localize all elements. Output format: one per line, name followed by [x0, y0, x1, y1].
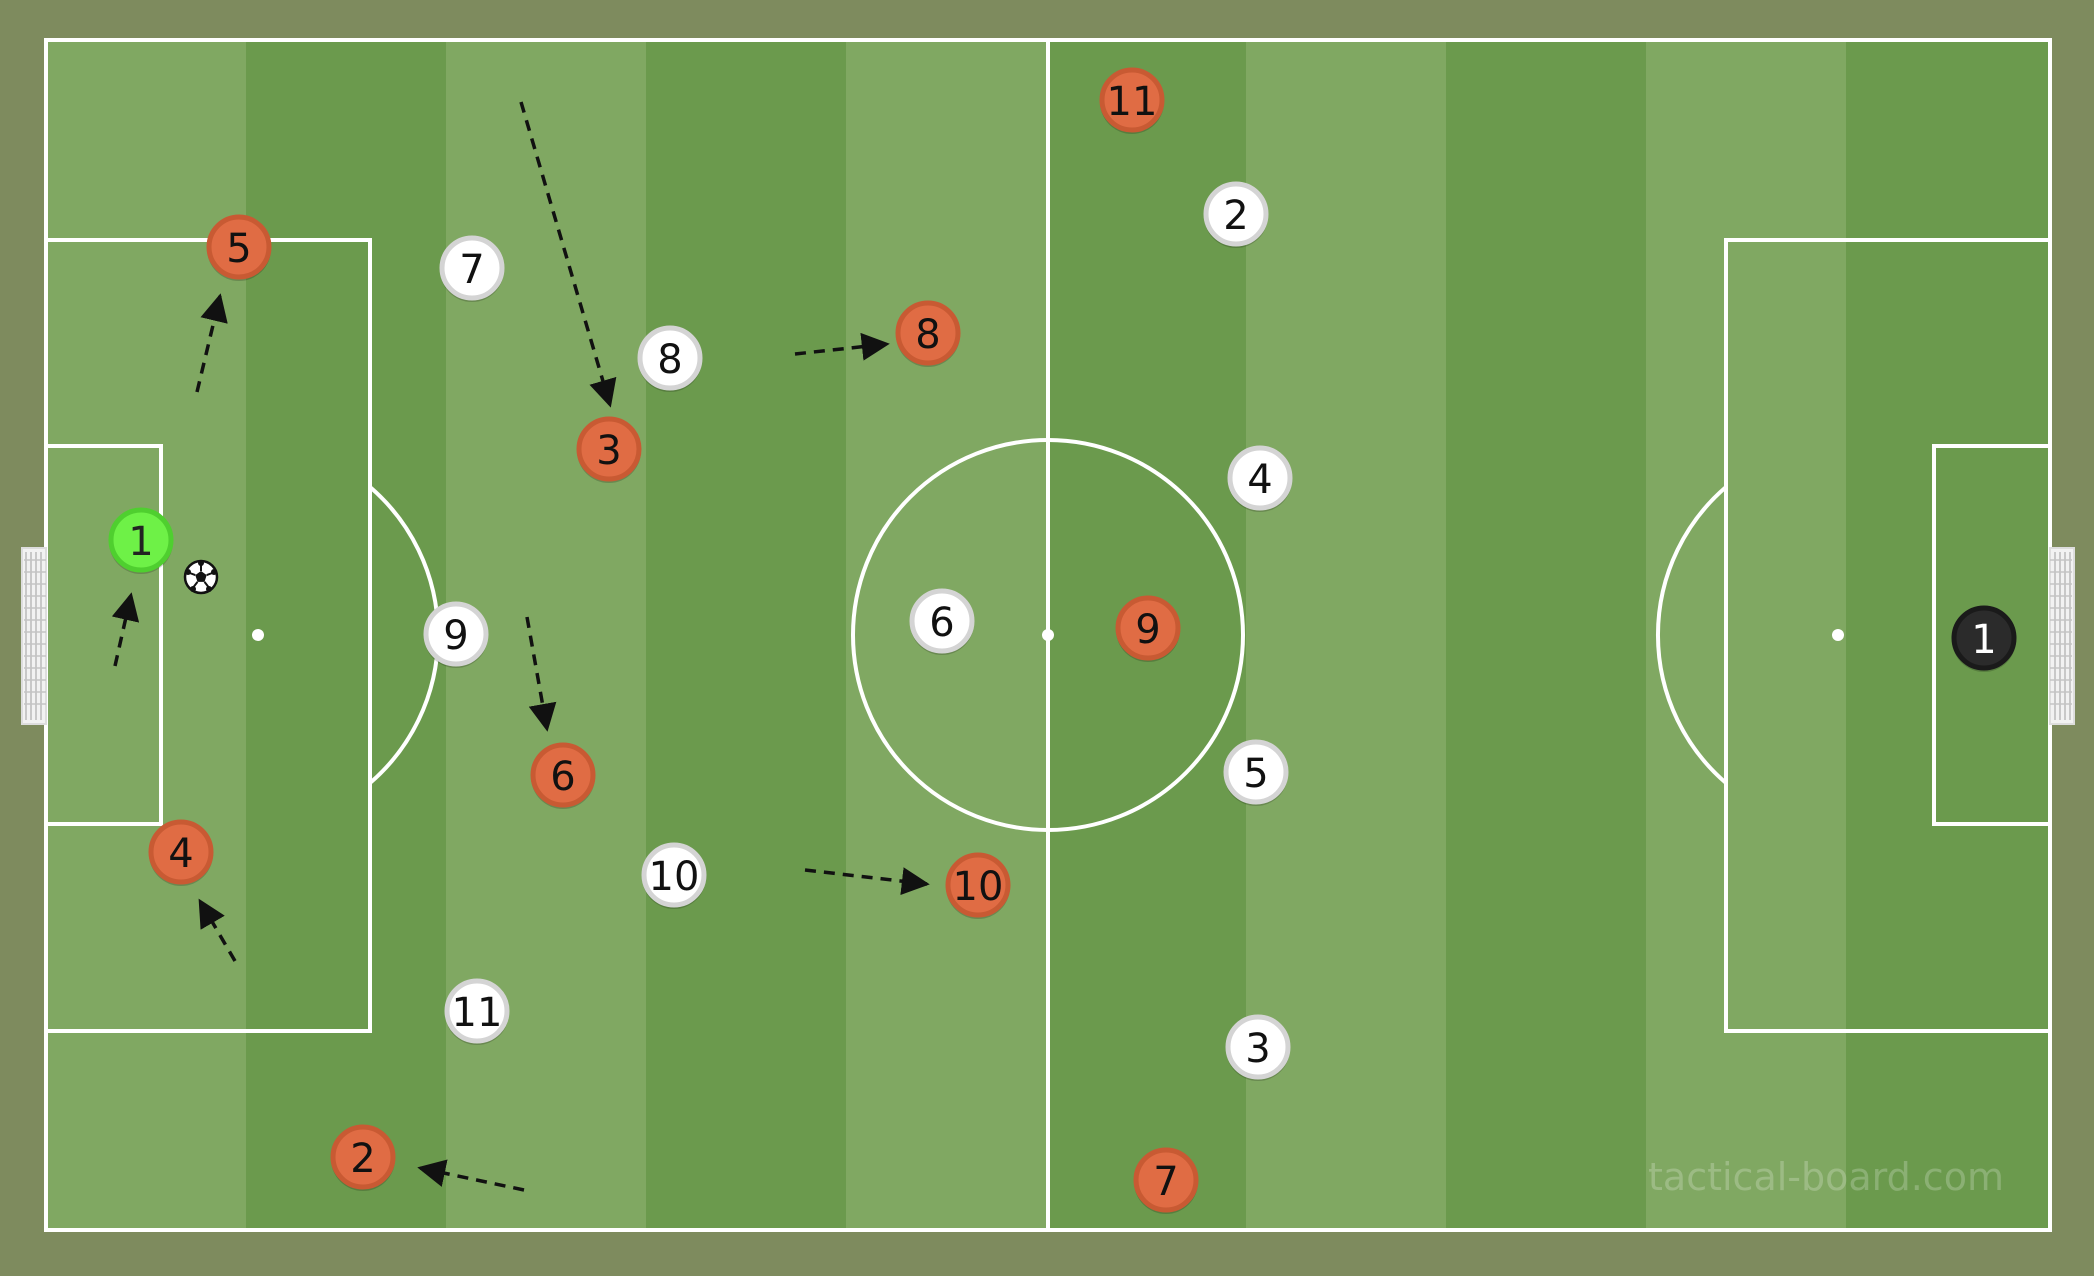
- away-player-9[interactable]: 9: [423, 601, 489, 668]
- away-player-5[interactable]: 5: [1223, 739, 1289, 806]
- home-player-7[interactable]: 7: [1133, 1147, 1199, 1214]
- player-number: 5: [1243, 751, 1268, 797]
- movement-arrow: [804, 867, 930, 896]
- player-token: [148, 819, 214, 885]
- player-token: [895, 300, 961, 366]
- pitch-stripe: [1446, 40, 1646, 1230]
- player-token: [108, 507, 174, 573]
- away-player-10[interactable]: 10: [641, 842, 707, 909]
- movement-arrow: [195, 293, 228, 393]
- player-number: 11: [1107, 79, 1158, 125]
- away-player-11[interactable]: 11: [444, 978, 510, 1045]
- home-player-3[interactable]: 3: [576, 416, 642, 483]
- player-number: 1: [1971, 617, 1996, 663]
- player-number: 6: [550, 754, 575, 800]
- home-player-6[interactable]: 6: [530, 742, 596, 809]
- away-player-2[interactable]: 2: [1203, 181, 1269, 248]
- player-token: [1227, 445, 1293, 511]
- player-number: 8: [657, 337, 682, 383]
- player-token: [423, 601, 489, 667]
- player-token: [1951, 605, 2017, 671]
- player-token: [1133, 1147, 1199, 1213]
- player-token: [1203, 181, 1269, 247]
- away-player-3[interactable]: 3: [1225, 1014, 1291, 1081]
- center-circle: [851, 438, 1245, 832]
- home-player-5[interactable]: 5: [206, 214, 272, 281]
- player-number: 3: [596, 428, 621, 474]
- player-number: 2: [350, 1136, 375, 1182]
- player-number: 9: [1135, 607, 1160, 653]
- player-token: [1099, 67, 1165, 133]
- home-player-4[interactable]: 4: [148, 819, 214, 886]
- player-token: [206, 214, 272, 280]
- movement-arrows: [111, 101, 930, 1192]
- pitch-stripe: [246, 40, 446, 1230]
- watermark: tactical-board.com: [1648, 1155, 2004, 1199]
- player-token: [576, 416, 642, 482]
- player-token: [909, 588, 975, 654]
- player-token: [439, 235, 505, 301]
- away-player-1[interactable]: 1: [1951, 605, 2017, 672]
- right-penalty-arc: [1656, 485, 1728, 785]
- away-player-8[interactable]: 8: [637, 325, 703, 392]
- player-number: 10: [953, 864, 1004, 910]
- right-penalty-spot: [1832, 629, 1844, 641]
- player-number: 8: [915, 312, 940, 358]
- movement-arrow: [519, 101, 617, 408]
- soccer-ball-icon[interactable]: [183, 559, 219, 595]
- player-number: 11: [452, 990, 503, 1036]
- player-token: [641, 842, 707, 908]
- player-number: 10: [649, 854, 700, 900]
- movement-arrow: [198, 898, 237, 962]
- home-player-2[interactable]: 2: [330, 1124, 396, 1191]
- player-token: [330, 1124, 396, 1190]
- player-number: 1: [128, 519, 153, 565]
- player-number: 3: [1245, 1026, 1270, 1072]
- away-player-7[interactable]: 7: [439, 235, 505, 302]
- player-number: 9: [443, 613, 468, 659]
- pitch-stripe: [646, 40, 846, 1230]
- player-token: [1223, 739, 1289, 805]
- home-player-10[interactable]: 10: [945, 852, 1011, 919]
- center-spot: [1042, 629, 1054, 641]
- player-token: [637, 325, 703, 391]
- home-player-1[interactable]: 1: [108, 507, 174, 574]
- player-token: [945, 852, 1011, 918]
- left-goal: [21, 547, 47, 725]
- pitch-stripe: [46, 40, 246, 1230]
- home-player-8[interactable]: 8: [895, 300, 961, 367]
- player-number: 4: [168, 831, 193, 877]
- movement-arrow: [111, 592, 140, 667]
- player-token: [1115, 595, 1181, 661]
- home-player-9[interactable]: 9: [1115, 595, 1181, 662]
- player-token: [530, 742, 596, 808]
- home-player-11[interactable]: 11: [1099, 67, 1165, 134]
- pitch-stripe: [1646, 40, 1846, 1230]
- player-number: 6: [929, 600, 954, 646]
- left-penalty-spot: [252, 629, 264, 641]
- player-number: 5: [226, 226, 251, 272]
- right-goal: [2049, 547, 2075, 725]
- player-number: 7: [1153, 1159, 1178, 1205]
- movement-arrow: [794, 332, 890, 361]
- away-player-6[interactable]: 6: [909, 588, 975, 655]
- player-number: 7: [459, 247, 484, 293]
- away-player-4[interactable]: 4: [1227, 445, 1293, 512]
- player-number: 2: [1223, 193, 1248, 239]
- player-token: [444, 978, 510, 1044]
- player-token: [1225, 1014, 1291, 1080]
- pitch: [21, 38, 2075, 1232]
- player-number: 4: [1247, 457, 1272, 503]
